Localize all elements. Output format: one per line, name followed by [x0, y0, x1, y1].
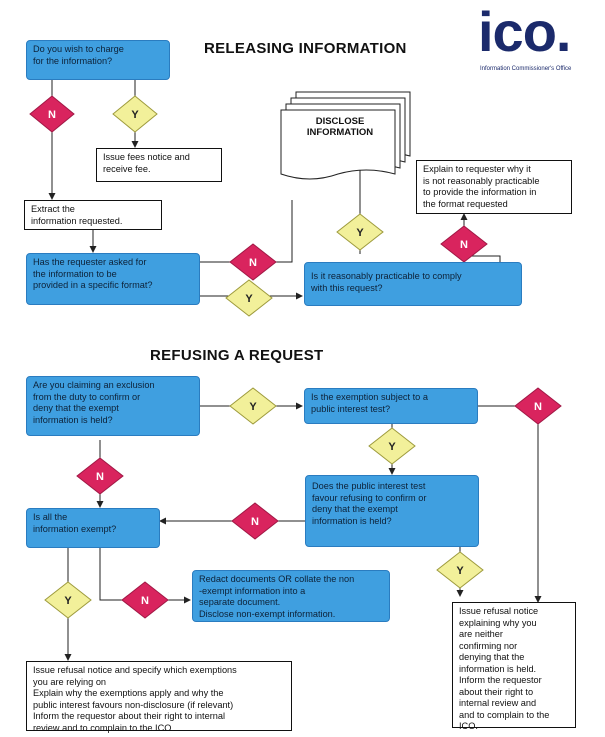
label-n: N [534, 401, 542, 413]
diamond-charge-yes [112, 95, 158, 133]
box-extract-info: Extract the information requested. [24, 200, 162, 230]
question-claiming-exclusion: Are you claiming an exclusion from the d… [26, 376, 200, 436]
label-y: Y [249, 401, 257, 413]
label-n: N [48, 109, 56, 121]
question-specific-format: Has the requester asked for the informat… [26, 253, 200, 305]
question-reasonably-practicable: Is it reasonably practicable to comply w… [304, 262, 522, 306]
diamond-favour-yes [436, 551, 484, 589]
label-y: Y [456, 565, 464, 577]
box-issue-fees: Issue fees notice and receive fee. [96, 148, 222, 182]
arrow-public-interest-no [478, 405, 542, 603]
diamond-format-no [229, 243, 277, 281]
label-y: Y [131, 109, 139, 121]
diamond-all-exempt-yes [44, 581, 92, 619]
label-n: N [251, 516, 259, 528]
logo-subtitle: Information Commissioner's Office [480, 66, 572, 72]
diamond-format-yes [225, 279, 273, 317]
question-public-interest-favour: Does the public interest test favour ref… [305, 475, 479, 547]
diamond-favour-no [231, 502, 279, 540]
question-charge: Do you wish to charge for the informatio… [26, 40, 170, 80]
box-redact-documents: Redact documents OR collate the non -exe… [192, 570, 390, 622]
box-explain-not-practicable: Explain to requester why it is not reaso… [416, 160, 572, 214]
label-y: Y [356, 227, 364, 239]
label-n: N [96, 471, 104, 483]
diamond-public-interest-no [514, 387, 562, 425]
box-refusal-exemptions: Issue refusal notice and specify which e… [26, 661, 292, 733]
question-public-interest-test: Is the exemption subject to a public int… [304, 388, 478, 424]
question-all-exempt: Is all the information exempt? [26, 508, 160, 548]
box-refusal-ncnd: Issue refusal notice explaining why you … [452, 602, 576, 731]
label-y: Y [388, 441, 396, 453]
label-y: Y [245, 293, 253, 305]
diamond-exclusion-yes [229, 387, 277, 425]
label-y: Y [64, 595, 72, 607]
heading-refusing: REFUSING A REQUEST [150, 347, 324, 364]
logo-wordmark: ico. [478, 0, 571, 63]
diamond-charge-no [29, 95, 75, 133]
ico-logo: ico. Information Commissioner's Office [478, 2, 598, 78]
label-n: N [249, 257, 257, 269]
diamond-all-exempt-no [121, 581, 169, 619]
diamond-practicable-yes [336, 213, 384, 251]
heading-releasing: RELEASING INFORMATION [204, 40, 407, 57]
label-n: N [141, 595, 149, 607]
label-n: N [460, 239, 468, 251]
diamond-public-interest-yes [368, 427, 416, 465]
diamond-exclusion-no [76, 457, 124, 495]
disclose-document-shape [280, 91, 411, 180]
text-disclose-information: DISCLOSE INFORMATION [306, 116, 374, 138]
